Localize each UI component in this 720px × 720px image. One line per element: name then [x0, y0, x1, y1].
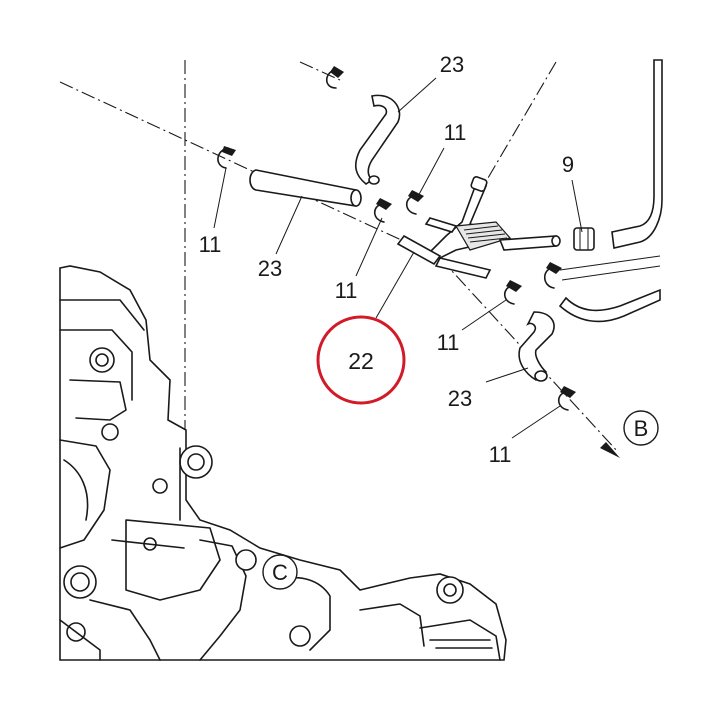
callout-9: 9: [562, 152, 574, 177]
hose-right-mid: [558, 288, 661, 323]
arrow-to-b-icon: [600, 442, 620, 458]
hose-right-upper-line: [559, 255, 661, 271]
clamp-mid-icon: [373, 198, 392, 223]
marker-c-label: C: [272, 560, 288, 585]
clamp-center-icon: [405, 190, 424, 215]
marker-c: C: [262, 554, 298, 590]
centerline-upper-right: [487, 61, 557, 179]
clamp-left-icon: [217, 146, 236, 169]
hose-upper-right-long: [611, 59, 663, 249]
clamp-right-icon: [503, 280, 522, 305]
marker-c-circle: [262, 554, 298, 590]
marker-b: B: [623, 410, 659, 446]
part-9-grommet: [573, 227, 595, 251]
callout-23-right: 23: [448, 386, 472, 411]
callout-23-left: 23: [258, 256, 282, 281]
hose-23-top: [354, 94, 401, 185]
callout-labels: 23 11 9 11 23 11 22 11 23 11: [199, 52, 575, 467]
engine-block-illustration: [59, 265, 507, 661]
callout-23-top: 23: [440, 52, 464, 77]
clamps: [217, 66, 576, 411]
centerline-top: [299, 61, 341, 81]
marker-b-label: B: [634, 416, 649, 441]
clamp-bottom-icon: [557, 386, 576, 411]
clamp-top-icon: [325, 66, 344, 89]
centerline-main: [59, 81, 441, 259]
callout-22-highlight-ring: [316, 315, 406, 405]
hose-right-lower-line: [561, 265, 661, 281]
callout-11-middle: 11: [335, 278, 358, 303]
top-crop-mask: [400, 40, 520, 56]
callout-11-center: 11: [437, 330, 460, 355]
marker-b-circle: [623, 410, 659, 446]
leader-lines: [213, 77, 583, 439]
hose-23-right: [518, 311, 555, 382]
callout-11-left-clamp: 11: [199, 232, 222, 257]
callout-11-top: 11: [444, 120, 467, 145]
clamp-right-upper-icon: [543, 262, 562, 289]
part-22-fitting: [396, 176, 561, 279]
hose-23-left: [249, 169, 362, 207]
callout-11-bottom: 11: [489, 442, 512, 467]
callout-22: 22: [348, 348, 374, 374]
